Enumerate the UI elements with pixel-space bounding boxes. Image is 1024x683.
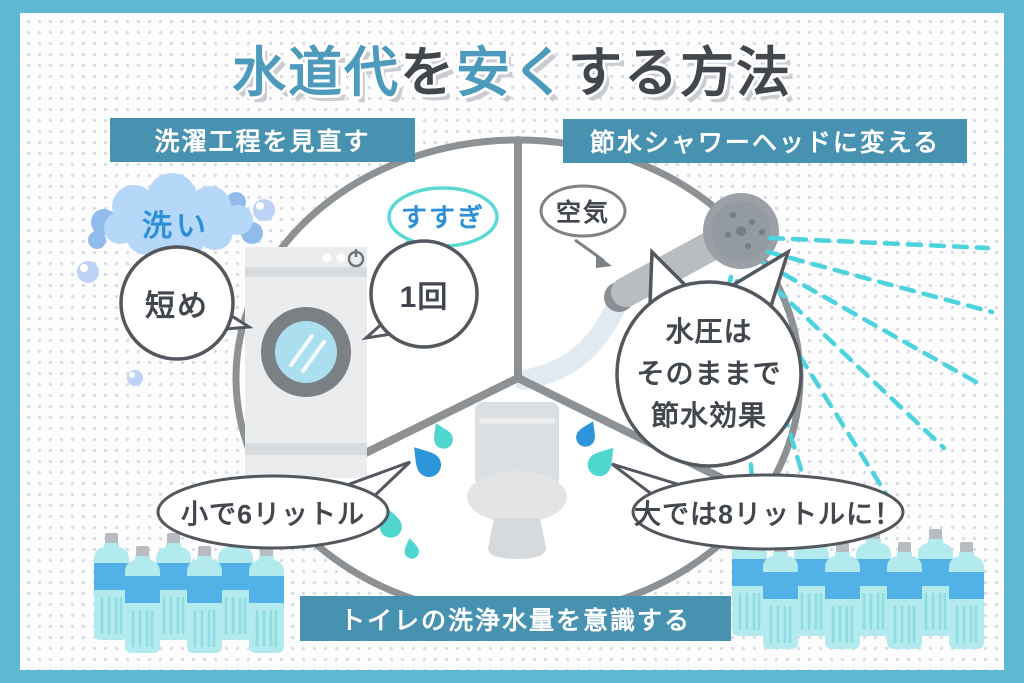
bottle-group-small-flush <box>94 533 284 653</box>
water-bottle-icon <box>218 533 253 640</box>
splash-drops <box>414 421 614 477</box>
speech-bubble-shapes <box>119 184 905 551</box>
suds-cloud-icon <box>88 173 263 260</box>
washing-machine-icon <box>245 247 367 478</box>
water-bottle-icon <box>94 533 129 640</box>
water-bottle-icon <box>949 542 984 649</box>
water-bottle-icon <box>187 546 222 653</box>
toilet-icon <box>467 402 567 559</box>
water-bottle-icon <box>856 529 891 636</box>
water-bottle-icon <box>918 529 953 636</box>
shower-head-icon <box>604 193 779 312</box>
water-bottle-icon <box>125 546 160 653</box>
water-bottle-icon <box>156 533 191 640</box>
water-bottle-icon <box>887 542 922 649</box>
water-bottle-icon <box>249 546 284 653</box>
water-stream <box>514 292 628 390</box>
water-bottle-icon <box>825 542 860 649</box>
water-bottle-icon <box>763 542 798 649</box>
soap-bubble-icon <box>77 199 275 386</box>
